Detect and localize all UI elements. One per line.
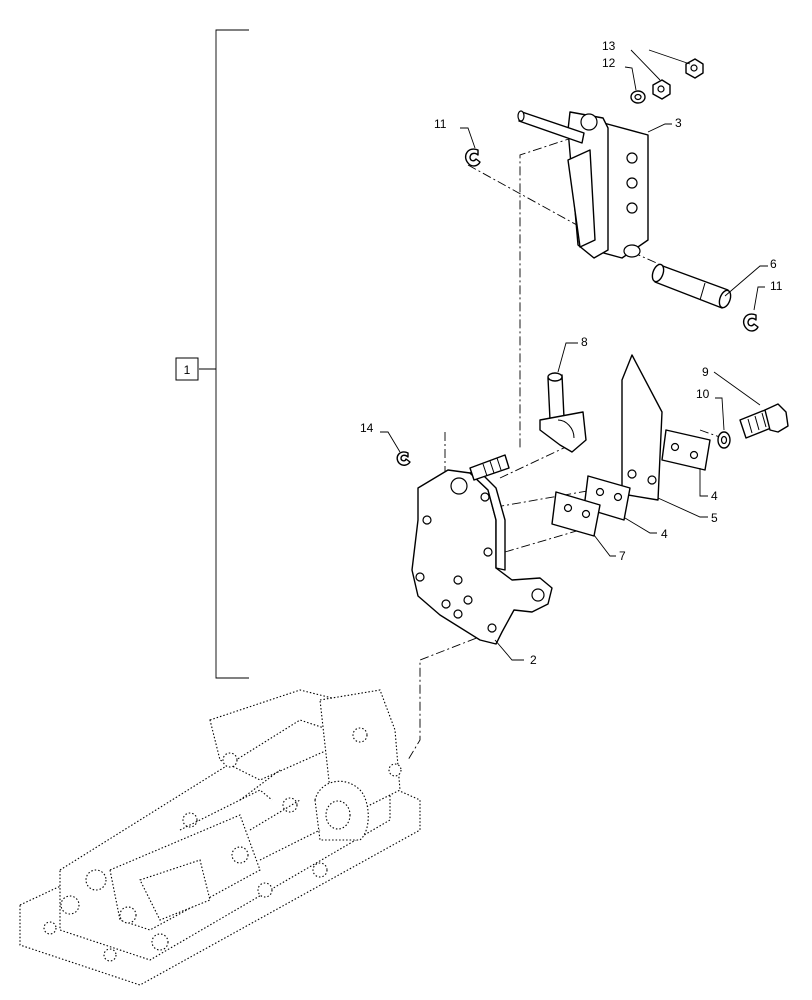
part-6-pin: [651, 263, 732, 309]
callout-2: 2: [530, 653, 537, 667]
part-13-nuts: [652, 58, 704, 100]
part-7-shim: [551, 491, 601, 537]
part-10-washer: [717, 431, 731, 449]
hydraulic-housing-reference: [19, 689, 421, 986]
callout-4-lower: 4: [661, 527, 668, 541]
callout-7: 7: [619, 549, 626, 563]
callout-5: 5: [711, 511, 718, 525]
callout-8: 8: [581, 335, 588, 349]
assembly-label: 1: [184, 363, 191, 377]
part-5-plate: [621, 354, 663, 501]
part-14-clip: [396, 451, 411, 466]
part-12-washer: [630, 90, 646, 104]
callout-12: 12: [602, 56, 616, 70]
callout-14: 14: [360, 421, 374, 435]
part-4-plate-upper: [661, 429, 711, 471]
callout-13: 13: [602, 39, 616, 53]
part-11-clip-upper: [464, 148, 481, 167]
callout-9: 9: [702, 365, 709, 379]
callout-3: 3: [675, 116, 682, 130]
callout-6: 6: [770, 257, 777, 271]
callout-11-upper: 11: [434, 117, 447, 131]
part-3-top-bracket: [517, 110, 649, 259]
part-2-main-bracket: [411, 454, 553, 645]
callout-10: 10: [696, 387, 710, 401]
assembly-label-box: 1: [175, 357, 199, 381]
part-11-clip-right: [742, 313, 759, 332]
callouts: 13 12 11 3 6 11 8 9 10 14 4 5 4 7 2: [360, 39, 783, 667]
part-8-lever: [539, 372, 587, 453]
callout-11-right: 11: [770, 279, 783, 293]
part-9-bolt: [739, 403, 789, 439]
callout-4-upper: 4: [711, 489, 718, 503]
assembly-bracket: [199, 29, 249, 679]
